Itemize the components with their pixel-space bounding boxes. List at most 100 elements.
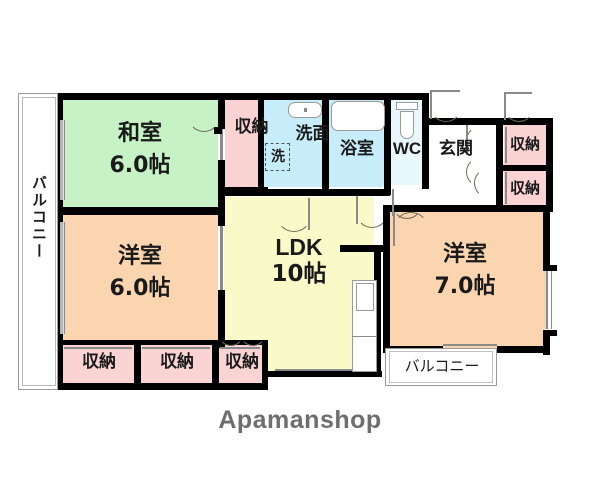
- wall-left-exterior: [56, 93, 63, 390]
- balcony-label-bottom-right: バルコニー: [394, 358, 490, 374]
- wall-top-left-block: [56, 93, 224, 100]
- closet-label-right-upper: 収納: [506, 136, 544, 152]
- wall-bottom-water-block: [258, 189, 390, 196]
- door-arc-closet-right-upper: [504, 92, 534, 122]
- wall-ldk-topleft-stub: [218, 189, 264, 196]
- sliding-door-washitsu-ldk: [220, 129, 223, 160]
- closet-door-line-right-upper: [505, 127, 507, 163]
- wall-between-washitsu-youshitsu: [56, 207, 224, 215]
- window-line-washitsu: [60, 120, 63, 200]
- door-panel-closet-right-upper-h: [504, 92, 532, 94]
- door-panel-genkan-entry: [430, 90, 432, 119]
- door-arc-ldk-bottom-right: [240, 320, 266, 346]
- wall-vert-left-mid-4: [218, 290, 225, 348]
- closet-label-right-lower: 収納: [506, 180, 544, 196]
- youshitsu-right-name: 洋室: [442, 242, 487, 267]
- window-line-youshitsu: [60, 222, 63, 334]
- ldk-name: LDK: [275, 234, 323, 260]
- room-label-ldk: LDK: [249, 235, 349, 260]
- wall-right-closets-divider: [500, 165, 553, 171]
- window-line-bedroom-right: [546, 271, 548, 329]
- door-arc-hallway-lower: [466, 157, 496, 187]
- youshitsu-right-size: 7.0帖: [434, 274, 496, 299]
- closet-door-line-1: [64, 347, 132, 349]
- door-panel-bedroom-right: [393, 212, 395, 246]
- wall-genkan-right: [496, 118, 503, 212]
- room-label-youshitsu-left: 洋室: [90, 245, 190, 269]
- wall-closet-divider-1: [134, 340, 141, 390]
- wall-bottom-ldk: [262, 371, 382, 377]
- wall-right-bedroom-exterior-lower: [543, 335, 550, 355]
- wall-vert-wc-right: [422, 93, 429, 189]
- closet-fill-top-middle: [225, 99, 261, 187]
- wall-ldk-left-lower: [262, 340, 268, 377]
- window-line-youshitsu-2: [64, 222, 65, 334]
- wall-vert-left-mid-2: [218, 160, 225, 196]
- room-label-genkan: 玄関: [432, 140, 480, 158]
- balcony-left-text: バルコニー: [30, 175, 48, 260]
- room-label-wc: WC: [389, 139, 425, 158]
- wall-right-closets-bottom: [496, 205, 553, 212]
- room-label-sentaku: 洗: [266, 149, 290, 165]
- balcony-bottom-right-text: バルコニー: [404, 357, 480, 375]
- door-panel-genkan-entry-h: [430, 90, 460, 92]
- balcony-left-inner: [22, 97, 56, 386]
- wall-ldk-right-upper: [374, 245, 390, 252]
- door-panel-ldk-hallway: [356, 196, 358, 224]
- wall-vert-closet-mid-right: [258, 93, 264, 195]
- room-label-senmen: 洗面: [286, 126, 330, 143]
- window-line-washitsu-2: [64, 120, 65, 200]
- door-panel-genkan-interior: [466, 125, 468, 155]
- wall-vert-yokushitsu-right: [384, 93, 391, 195]
- door-arc-washitsu: [188, 100, 220, 132]
- room-size-youshitsu-right: 7.0帖: [415, 275, 515, 299]
- sliding-door-youshitsu-ldk: [220, 226, 223, 290]
- closet-door-line-2: [142, 347, 210, 349]
- wall-genkan-top: [422, 118, 500, 125]
- kitchen-counter-divider: [352, 336, 377, 337]
- balcony-label-left: バルコニー: [29, 175, 50, 305]
- room-size-ldk: 10帖: [249, 262, 349, 287]
- balcony-bottom-right-inner: [389, 351, 493, 383]
- room-label-yokushitsu: 浴室: [332, 140, 382, 158]
- closet-fill-bottom-2: [140, 345, 214, 383]
- wall-ldk-right-vert2: [340, 245, 376, 252]
- youshitsu-left-size: 6.0帖: [109, 276, 171, 301]
- closet-top-middle-text: 収納: [234, 117, 269, 137]
- watermark-apamanshop: Apamanshop: [0, 406, 600, 435]
- door-panel-closet-right-upper-v: [504, 92, 506, 120]
- wall-bottom-right-bedroom-2: [497, 346, 550, 353]
- closet-door-line-3: [220, 347, 260, 349]
- wall-left-right-bedroom: [383, 205, 390, 353]
- wall-above-bottom-closets: [56, 340, 268, 345]
- closet-fill-bottom-3: [218, 345, 266, 383]
- room-size-youshitsu-left: 6.0帖: [90, 277, 190, 301]
- room-label-youshitsu-right: 洋室: [415, 243, 515, 267]
- wall-right-bedroom-window-jamb-bottom: [543, 330, 557, 336]
- watermark-text: Apamanshop: [218, 406, 382, 434]
- wall-top-water-block: [262, 93, 392, 100]
- room-size-washitsu: 6.0帖: [90, 154, 190, 178]
- door-jamb-washitsu: [214, 127, 222, 134]
- closet-fill-right-lower: [504, 170, 546, 210]
- wall-bottom-left-block: [56, 383, 268, 390]
- closet-label-bottom-2: 収納: [148, 353, 206, 371]
- wall-right-bedroom-window-jamb-top: [543, 265, 557, 271]
- ldk-size: 10帖: [271, 261, 327, 287]
- washing-machine-pan: [265, 143, 290, 171]
- door-panel-wc: [392, 189, 394, 216]
- closet-label-bottom-1: 収納: [70, 353, 128, 371]
- wall-top-wc: [386, 93, 428, 100]
- wall-vert-left-mid: [218, 93, 225, 129]
- closet-door-line-right-lower: [505, 172, 507, 204]
- toilet-tank: [396, 102, 418, 110]
- door-arc-closet-right-lower: [474, 168, 504, 198]
- window-line-ldk-bottom: [275, 369, 371, 371]
- door-arc-bedroom-right: [393, 212, 429, 248]
- kitchen-sink: [356, 283, 374, 311]
- door-panel-ldk-top: [308, 198, 310, 230]
- toilet-bowl: [400, 111, 414, 139]
- youshitsu-left-name: 洋室: [117, 244, 162, 269]
- wall-top-right-bedroom: [383, 205, 503, 212]
